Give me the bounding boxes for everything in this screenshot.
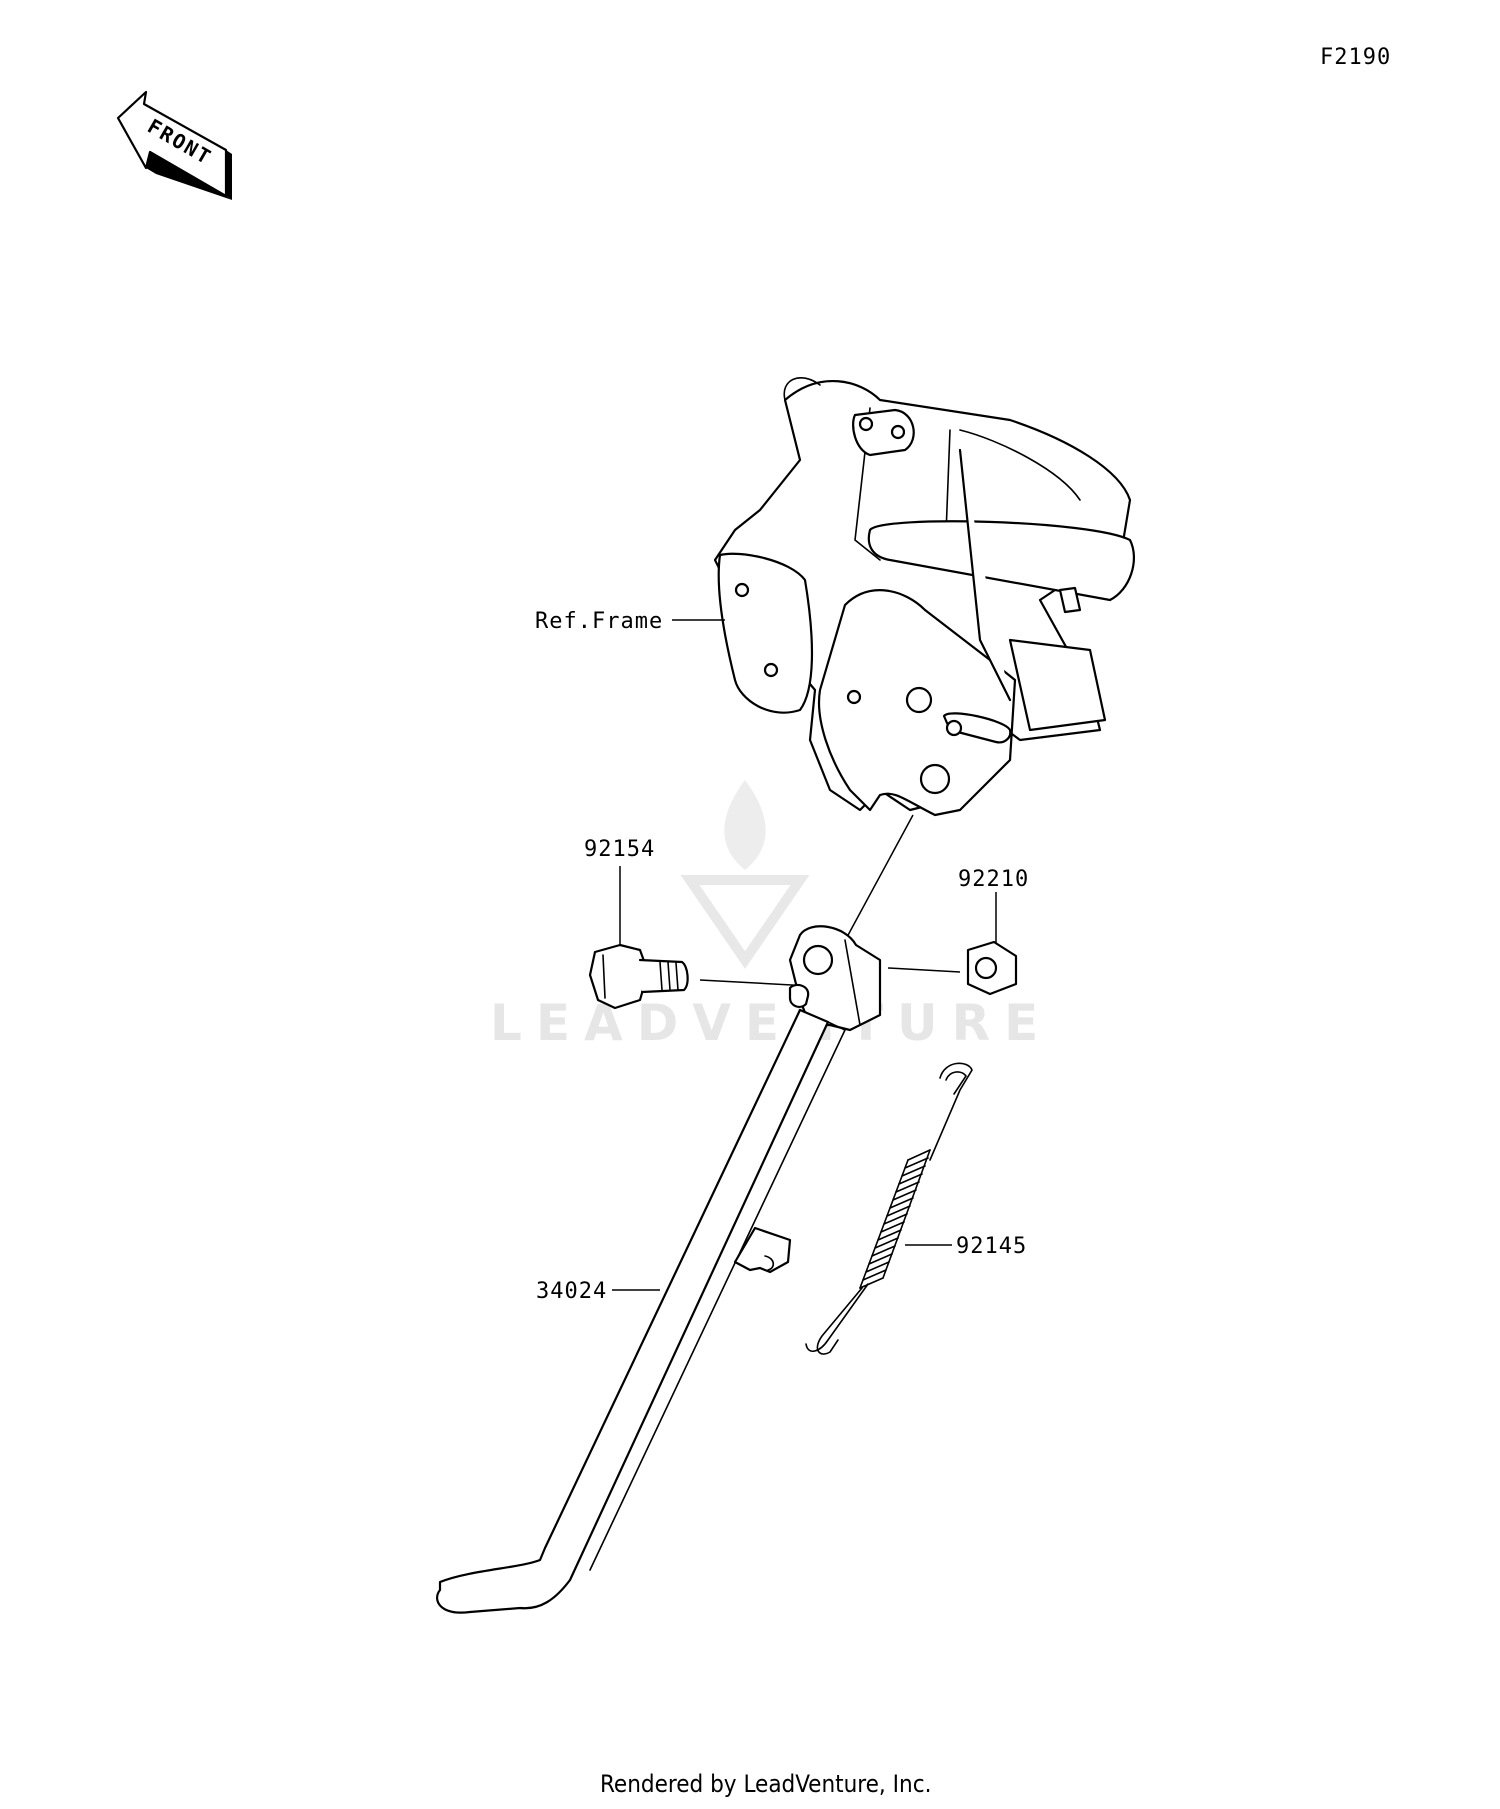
diagram-id: F2190 (1320, 45, 1391, 70)
front-arrow-icon: FRONT (116, 90, 232, 200)
nut-92210 (966, 940, 1018, 996)
side-stand-label: 34024 (536, 1279, 607, 1304)
footer-credit: Rendered by LeadVenture, Inc. (600, 1770, 931, 1798)
frame-callout: Ref.Frame (535, 609, 725, 634)
pivot-leader (839, 814, 914, 951)
frame-label: Ref.Frame (535, 609, 663, 634)
watermark-logo (680, 780, 810, 969)
spring-label: 92145 (956, 1234, 1027, 1259)
watermark-text: LEADVENTURE (490, 994, 1052, 1052)
bolt-callout: 92154 (584, 837, 655, 945)
side-stand-callout: 34024 (536, 1279, 660, 1304)
spring-callout: 92145 (905, 1234, 1027, 1259)
frame-bracket (713, 376, 1135, 817)
spring-coils (859, 1149, 931, 1289)
bolt-label: 92154 (584, 837, 655, 862)
nut-callout: 92210 (958, 867, 1029, 944)
side-stand-34024 (436, 925, 882, 1614)
bolt-92154 (588, 943, 689, 1010)
nut-label: 92210 (958, 867, 1029, 892)
spring-92145 (805, 1062, 973, 1355)
